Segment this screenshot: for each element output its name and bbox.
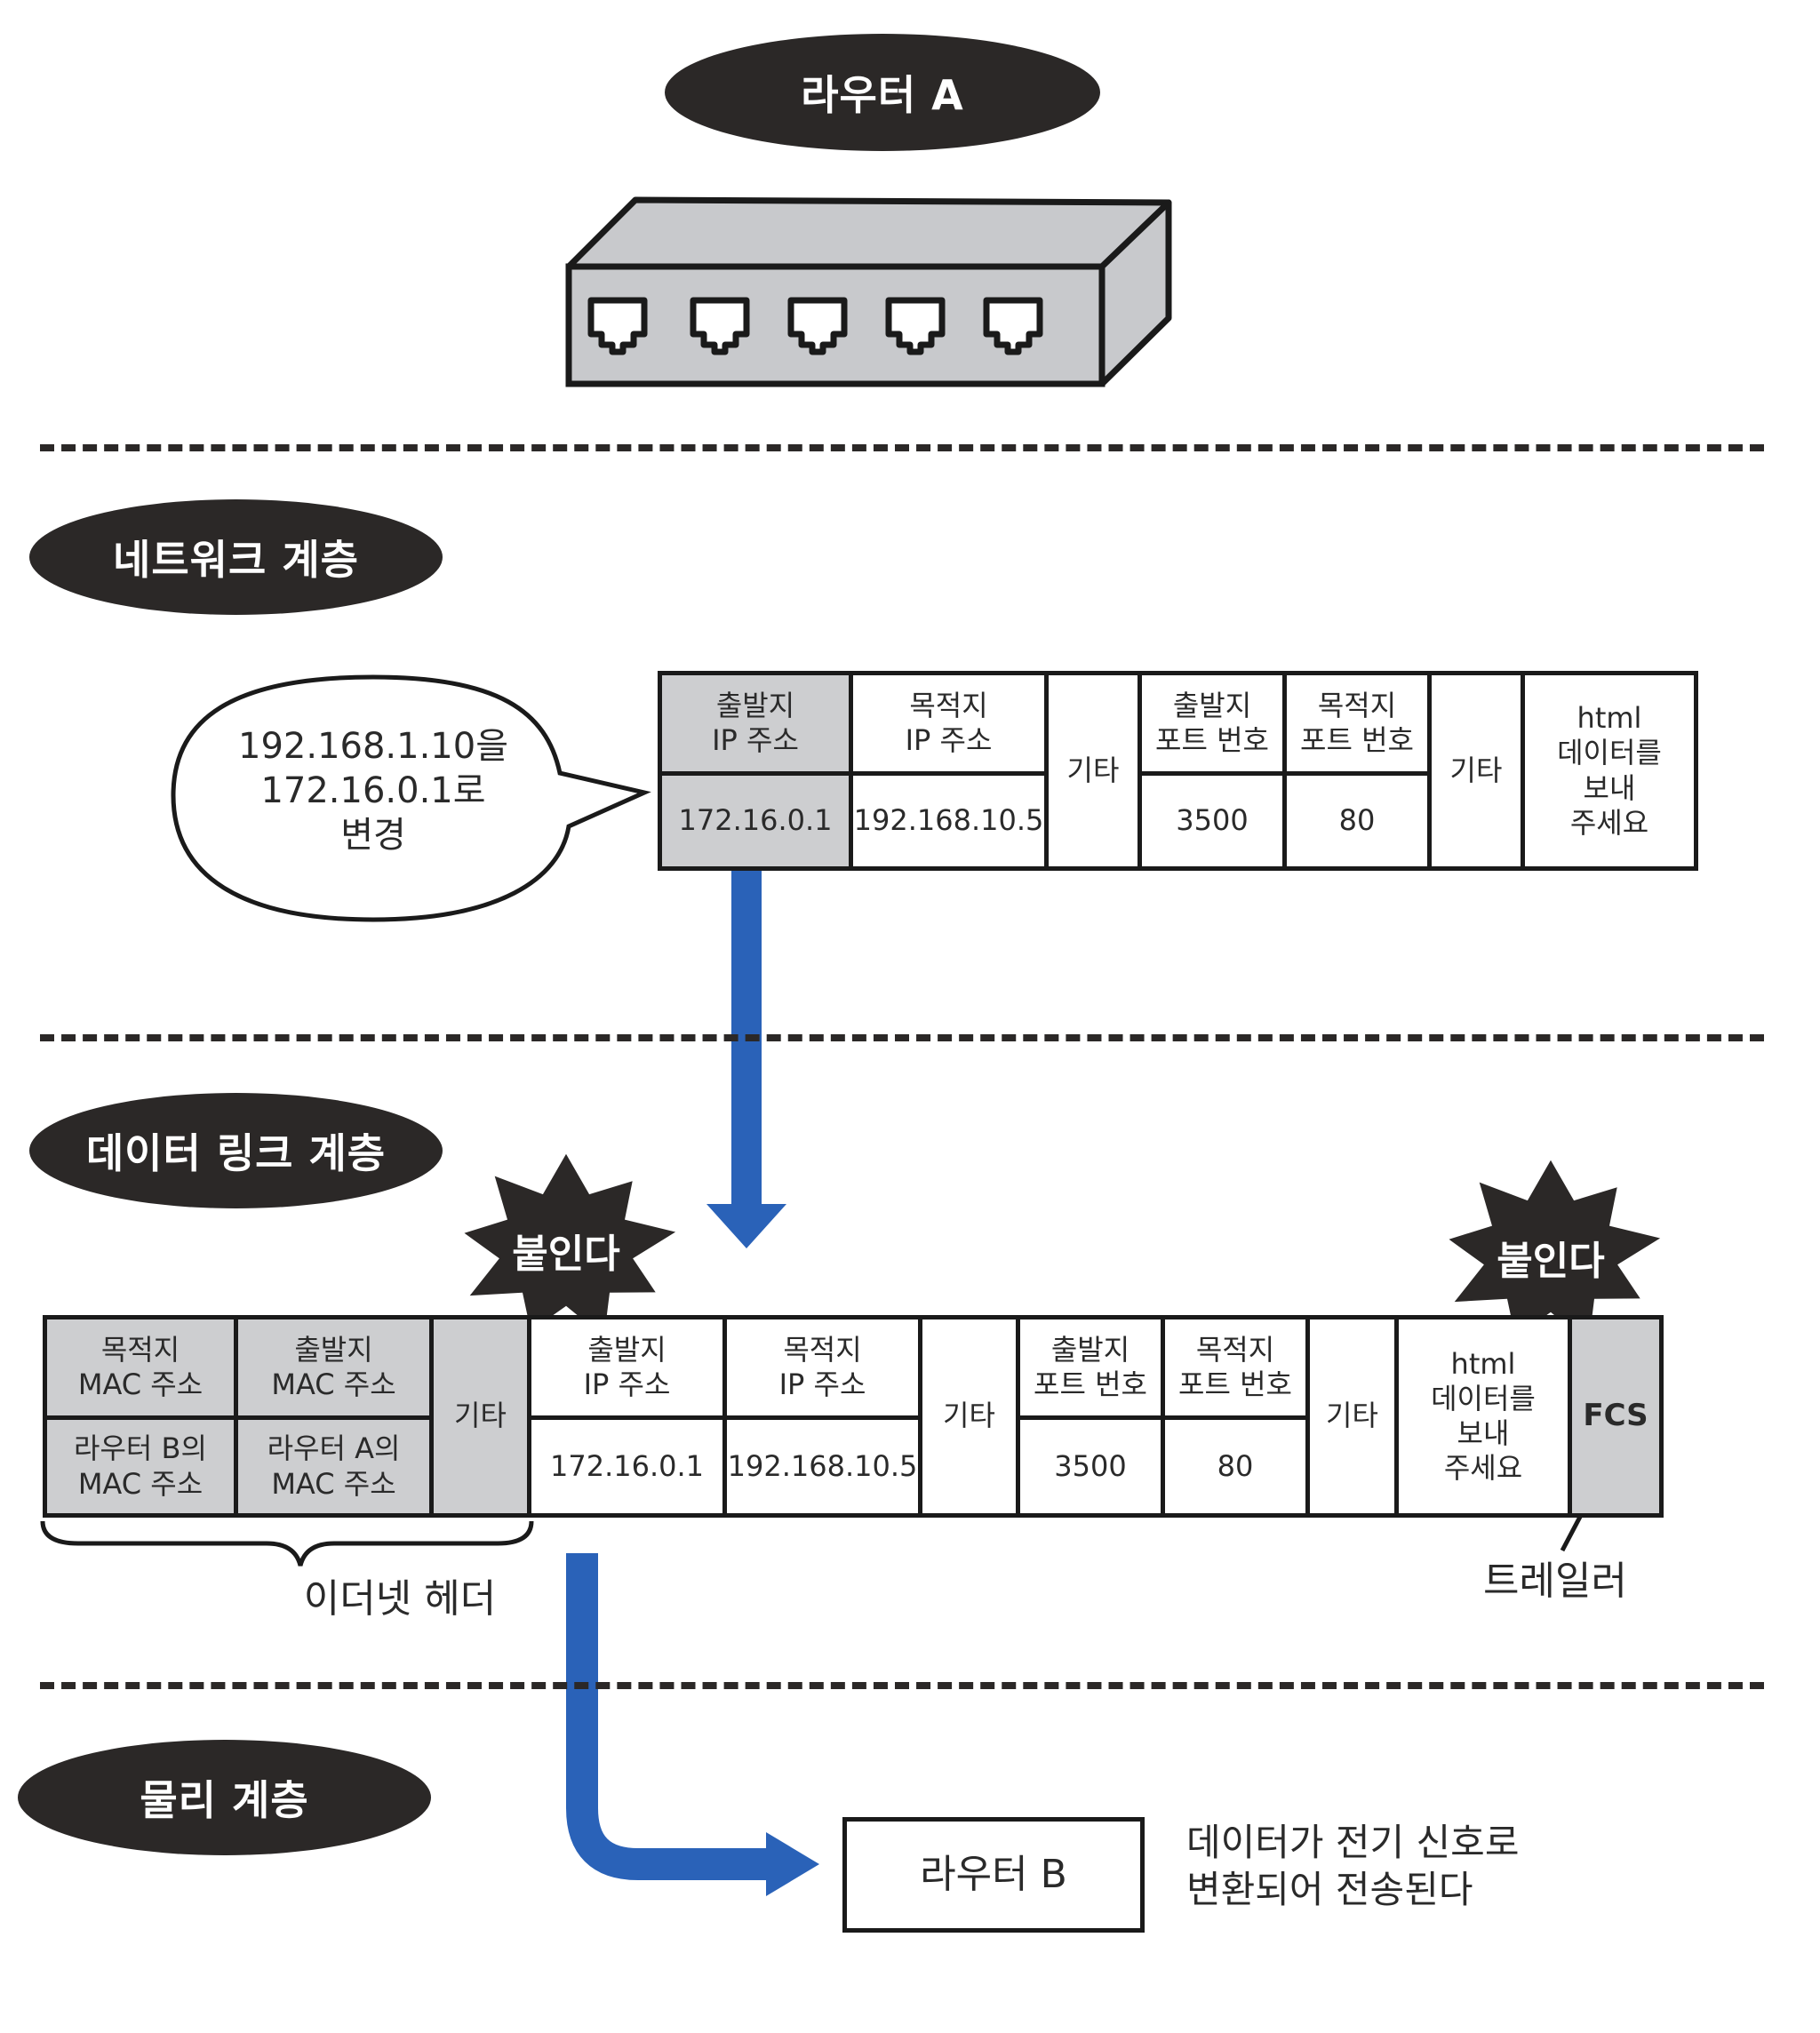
frame-dst-mac-header: 목적지 MAC 주소 [43, 1315, 238, 1420]
frame-src-ip-header: 출발지 IP 주소 [527, 1315, 727, 1420]
ethernet-header-brace [40, 1520, 534, 1567]
physical-layer-label: 물리 계층 [18, 1740, 431, 1855]
arrow-down-1 [706, 866, 786, 1248]
signal-note: 데이터가 전기 신호로 변환되어 전송된다 [1186, 1821, 1520, 1911]
badge-attach-left: 붙인다 [512, 1232, 620, 1277]
net-etc-2: 기타 [1427, 671, 1525, 871]
frame-dst-ip-header: 목적지 IP 주소 [722, 1315, 922, 1420]
network-layer-label: 네트워크 계층 [29, 499, 443, 615]
net-dst-ip-header: 목적지 IP 주소 [849, 671, 1049, 776]
separator-1 [40, 444, 1764, 451]
frame-src-mac-header: 출발지 MAC 주소 [234, 1315, 434, 1420]
frame-dst-port-value: 80 [1161, 1415, 1310, 1518]
frame-data: html 데이터를 보내 주세요 [1394, 1315, 1572, 1518]
router-icon [565, 196, 1172, 387]
separator-2 [40, 1034, 1764, 1041]
callout-bubble [171, 674, 651, 922]
starburst-left [464, 1153, 676, 1337]
trailer-label: 트레일러 [1483, 1559, 1627, 1604]
net-dst-port-value: 80 [1282, 771, 1432, 871]
router-a-title: 라우터 A [665, 34, 1100, 151]
frame-src-port-value: 3500 [1016, 1415, 1165, 1518]
net-data: html 데이터를 보내 주세요 [1521, 671, 1698, 871]
frame-etc-1: 기타 [918, 1315, 1020, 1518]
arrow-down-right [566, 1553, 819, 1896]
net-dst-port-header: 목적지 포트 번호 [1282, 671, 1432, 776]
frame-src-port-header: 출발지 포트 번호 [1016, 1315, 1165, 1420]
frame-fcs: FCS [1568, 1315, 1664, 1518]
frame-eth-etc: 기타 [429, 1315, 531, 1518]
ethernet-header-label: 이더넷 헤더 [303, 1576, 497, 1622]
net-src-ip-value: 172.16.0.1 [658, 771, 853, 871]
router-port-icon [587, 297, 648, 355]
router-b-box: 라우터 B [842, 1817, 1145, 1933]
callout-text: 192.168.1.10을 172.16.0.1로 변경 [238, 726, 508, 856]
frame-dst-ip-value: 192.168.10.5 [722, 1415, 922, 1518]
net-etc-1: 기타 [1044, 671, 1142, 871]
net-dst-ip-value: 192.168.10.5 [849, 771, 1049, 871]
badge-attach-right: 붙인다 [1497, 1239, 1605, 1284]
net-src-port-value: 3500 [1138, 771, 1287, 871]
datalink-layer-label: 데이터 링크 계층 [29, 1093, 443, 1208]
frame-src-ip-value: 172.16.0.1 [527, 1415, 727, 1518]
net-src-ip-header: 출발지 IP 주소 [658, 671, 853, 776]
frame-src-mac-value: 라우터 A의 MAC 주소 [234, 1415, 434, 1518]
starburst-right [1449, 1160, 1661, 1343]
net-src-port-header: 출발지 포트 번호 [1138, 671, 1287, 776]
router-port-icon [983, 297, 1043, 355]
frame-dst-mac-value: 라우터 B의 MAC 주소 [43, 1415, 238, 1518]
router-port-icon [787, 297, 848, 355]
frame-etc-2: 기타 [1305, 1315, 1399, 1518]
separator-3 [40, 1682, 1764, 1689]
router-port-icon [690, 297, 750, 355]
frame-dst-port-header: 목적지 포트 번호 [1161, 1315, 1310, 1420]
router-port-icon [885, 297, 946, 355]
